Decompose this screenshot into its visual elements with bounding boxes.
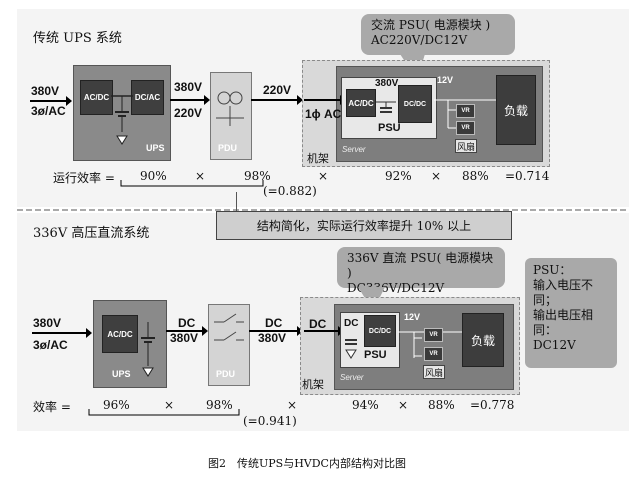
top-eff-label: 运行效率 = bbox=[53, 171, 115, 185]
top-psu-label: PSU bbox=[378, 122, 401, 134]
bottom-ups-label: UPS bbox=[112, 369, 131, 379]
bottom-pdu-label: PDU bbox=[216, 369, 236, 379]
top-rail-lines bbox=[434, 99, 496, 129]
bottom-arrow-3 bbox=[249, 326, 303, 336]
top-times-3: × bbox=[431, 169, 442, 183]
bottom-eff-4: 88% bbox=[428, 398, 455, 412]
bottom-load: 负载 bbox=[462, 313, 504, 367]
bottom-input-phase: 3ø/AC bbox=[33, 338, 68, 352]
bottom-eff-2: 98% bbox=[206, 398, 233, 412]
top-psu-input: 380V bbox=[375, 78, 399, 89]
bottom-rack-input: DC bbox=[309, 317, 327, 331]
bottom-server-label: Server bbox=[340, 373, 364, 382]
top-arrow-3 bbox=[251, 95, 303, 105]
bottom-subtotal-bracket bbox=[88, 409, 240, 416]
bottom-dc-1v: 380V bbox=[170, 331, 199, 345]
top-eff-2: 98% bbox=[244, 169, 271, 183]
top-psu-dcdc: DC/DC bbox=[398, 85, 432, 123]
bottom-input-voltage: 380V bbox=[33, 316, 62, 330]
top-battery-icon bbox=[111, 95, 133, 145]
top-vr-1: VR bbox=[456, 104, 475, 118]
top-eff-1: 90% bbox=[140, 169, 167, 183]
top-psu-acdc: AC/DC bbox=[346, 89, 376, 117]
bottom-times-2: × bbox=[287, 398, 298, 412]
top-subtotal-bracket bbox=[120, 180, 264, 187]
bottom-rail: 12V bbox=[404, 312, 421, 322]
bottom-psu-cap-icon bbox=[345, 339, 357, 359]
top-server-label: Server bbox=[342, 145, 366, 154]
bottom-eff-1: 96% bbox=[103, 398, 130, 412]
top-eff-4: 88% bbox=[462, 169, 489, 183]
top-pdu-unit bbox=[210, 72, 252, 160]
bottom-times-1: × bbox=[164, 398, 175, 412]
bottom-acdc-block: AC/DC bbox=[102, 315, 138, 353]
bottom-callout-line1: 336V 直流 PSU( 电源模块 ) bbox=[347, 251, 494, 280]
psu-note-line3: 输出电压相同： bbox=[533, 308, 594, 337]
top-rack-input: 1ϕ AC bbox=[305, 107, 342, 121]
bottom-psu-label: PSU bbox=[364, 349, 387, 361]
bottom-vr-2: VR bbox=[424, 347, 443, 361]
top-callout: 交流 PSU( 电源模块 ) AC220V/DC12V bbox=[361, 14, 515, 55]
psu-note: PSU： 输入电压不同； 输出电压相同： DC12V bbox=[525, 258, 617, 368]
section-divider bbox=[17, 209, 629, 211]
top-pdu-out: 220V bbox=[263, 83, 292, 97]
bottom-subtotal: (=0.941) bbox=[243, 414, 297, 428]
middle-banner: 结构简化，实际运行效率提升 10% 以上 bbox=[256, 219, 472, 233]
bottom-title: 336V 高压直流系统 bbox=[33, 226, 150, 241]
bottom-arrow-2 bbox=[166, 326, 208, 336]
top-input-arrow bbox=[30, 96, 72, 106]
top-ups-out-2: 220V bbox=[174, 106, 203, 120]
top-dcac-block: DC/AC bbox=[131, 80, 164, 115]
bottom-times-3: × bbox=[398, 398, 409, 412]
psu-note-line1: PSU： bbox=[533, 263, 572, 277]
bottom-pdu-unit bbox=[208, 304, 250, 386]
psu-note-line2: 输入电压不同； bbox=[533, 278, 594, 307]
bottom-arrow-4 bbox=[304, 326, 344, 336]
top-pdu-label: PDU bbox=[218, 143, 238, 153]
bottom-callout: 336V 直流 PSU( 电源模块 ) DC336V/DC12V bbox=[337, 247, 505, 295]
bottom-eff-result: =0.778 bbox=[470, 398, 515, 412]
bottom-dc-2v: 380V bbox=[258, 331, 287, 345]
top-eff-3: 92% bbox=[385, 169, 412, 183]
top-rack-label: 机架 bbox=[307, 152, 329, 165]
bottom-dc-2: DC bbox=[265, 316, 283, 330]
top-times-1: × bbox=[195, 169, 206, 183]
top-input-voltage: 380V bbox=[31, 84, 60, 98]
top-times-2: × bbox=[318, 169, 329, 183]
top-eff-result: =0.714 bbox=[505, 169, 550, 183]
divider-stub bbox=[236, 192, 237, 212]
bottom-dc-1: DC bbox=[178, 316, 196, 330]
figure-caption: 图2 传统UPS与HVDC内部结构对比图 bbox=[208, 457, 406, 470]
bottom-eff-label: 效率 = bbox=[33, 400, 71, 414]
bottom-psu-dc: DC bbox=[344, 318, 359, 329]
top-fan: 风扇 bbox=[455, 139, 477, 153]
bottom-switch-icon bbox=[214, 313, 244, 341]
top-ups-out-1: 380V bbox=[174, 80, 203, 94]
psu-note-line4: DC12V bbox=[533, 338, 576, 352]
bottom-battery-icon bbox=[141, 322, 155, 377]
top-input-phase: 3ø/AC bbox=[31, 104, 66, 118]
bottom-eff-3: 94% bbox=[352, 398, 379, 412]
top-title: 传统 UPS 系统 bbox=[33, 31, 122, 46]
bottom-input-arrow bbox=[32, 328, 92, 338]
top-rail: 12V bbox=[437, 75, 454, 85]
middle-banner-box: 结构简化，实际运行效率提升 10% 以上 bbox=[216, 211, 512, 240]
top-arrow-4 bbox=[304, 95, 346, 105]
bottom-psu-dcdc: DC/DC bbox=[364, 315, 396, 347]
top-psu-cap-icon bbox=[376, 101, 396, 113]
top-subtotal: (=0.882) bbox=[263, 184, 317, 198]
bottom-vr-1: VR bbox=[424, 328, 443, 342]
bottom-rack-label: 机架 bbox=[302, 378, 324, 391]
top-ups-label: UPS bbox=[146, 143, 165, 153]
top-vr-2: VR bbox=[456, 121, 475, 135]
top-transformer-icon bbox=[216, 91, 244, 126]
top-callout-line1: 交流 PSU( 电源模块 ) bbox=[371, 18, 491, 32]
top-acdc-block: AC/DC bbox=[80, 80, 113, 115]
top-callout-line2: AC220V/DC12V bbox=[371, 33, 468, 47]
top-load: 负载 bbox=[496, 75, 536, 145]
top-arrow-2 bbox=[170, 95, 210, 105]
bottom-fan: 风扇 bbox=[423, 365, 445, 379]
